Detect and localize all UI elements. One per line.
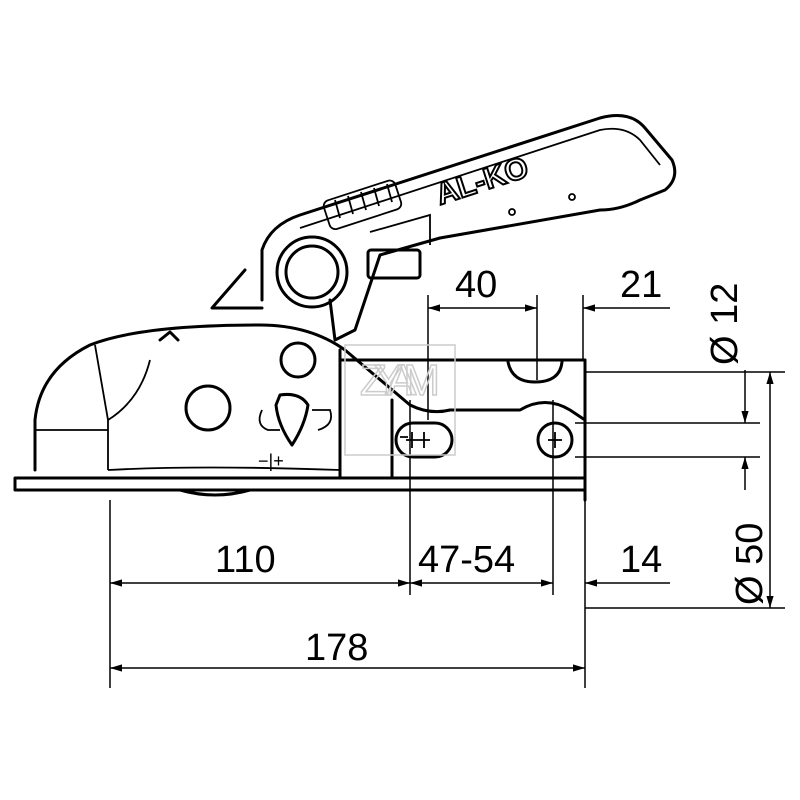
mounting-slot (394, 421, 454, 459)
wear-indicator-label: −|+ (258, 451, 284, 471)
dim-diameter-50: Ø 50 (729, 523, 771, 605)
extension-lines (109, 295, 785, 688)
dim-21: 21 (620, 264, 662, 306)
watermark-text: ZYAM (360, 356, 440, 405)
dimension-lines (110, 304, 774, 672)
base-plate (13, 476, 587, 497)
dim-178: 178 (305, 627, 368, 669)
dim-40: 40 (455, 264, 497, 306)
grip-ribs (322, 179, 403, 231)
handle: AL-KO (210, 114, 677, 342)
watermark: ZYAM (344, 344, 456, 456)
dim-47-54: 47-54 (418, 539, 515, 581)
mounting-hole (536, 421, 574, 459)
wear-indicator (274, 393, 310, 447)
dim-14: 14 (620, 539, 662, 581)
brand-logo: AL-KO (432, 151, 533, 212)
coupling-head: −|+ (33, 323, 587, 502)
dim-110: 110 (215, 539, 276, 581)
dim-diameter-12: Ø 12 (704, 283, 746, 365)
